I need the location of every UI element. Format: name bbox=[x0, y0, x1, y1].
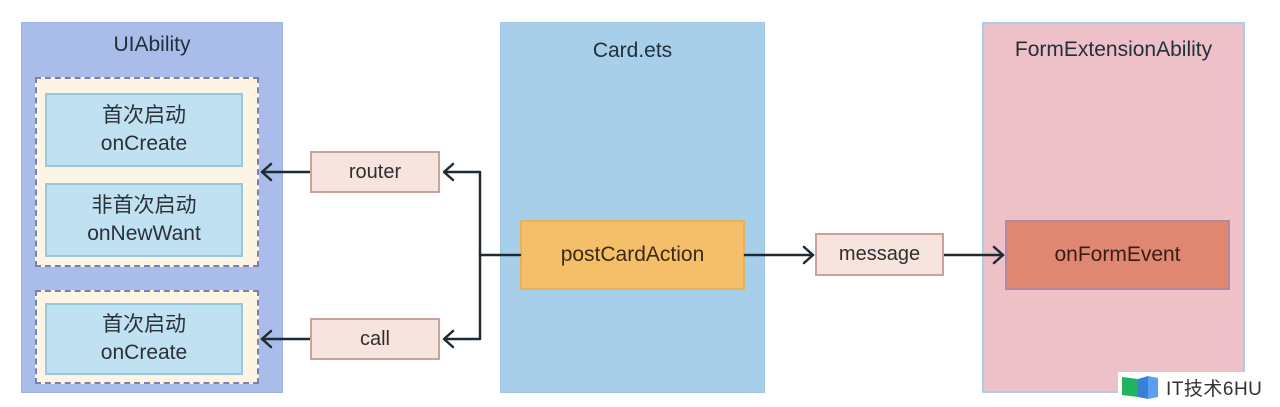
oncreate-label: onCreate bbox=[100, 341, 188, 364]
first-launch-label: 首次启动 bbox=[102, 104, 186, 127]
form-extension-ability-panel: FormExtensionAbility bbox=[982, 22, 1245, 393]
uiability-title: UIAbility bbox=[113, 33, 191, 56]
arrowhead-handler bbox=[992, 245, 1005, 265]
post-card-action-box: postCardAction bbox=[520, 220, 745, 290]
router-label-box: router bbox=[310, 151, 440, 193]
trunk-line-lower bbox=[443, 253, 482, 341]
trunk-line bbox=[443, 170, 522, 257]
message-label-box: message bbox=[815, 233, 944, 276]
watermark-logo-icon bbox=[1122, 376, 1158, 399]
arrowhead-router-box bbox=[442, 162, 455, 182]
oncreate-label: onCreate bbox=[100, 132, 188, 155]
arrowhead-call-uiability bbox=[260, 329, 273, 349]
call-first-launch-oncreate-box: 首次启动 onCreate bbox=[45, 303, 243, 375]
on-form-event-box: onFormEvent bbox=[1005, 220, 1230, 290]
card-ets-title: Card.ets bbox=[592, 39, 673, 62]
arrowhead-router-uiability bbox=[260, 162, 273, 182]
first-launch-label: 首次启动 bbox=[102, 313, 186, 336]
first-launch-oncreate-box: 首次启动 onCreate bbox=[45, 93, 243, 167]
call-label-box: call bbox=[310, 318, 440, 360]
watermark: IT技术6HU bbox=[1118, 372, 1269, 402]
card-ets-panel: Card.ets bbox=[500, 22, 765, 393]
arrowhead-message bbox=[802, 245, 815, 265]
non-first-launch-onnewwant-box: 非首次启动 onNewWant bbox=[45, 183, 243, 257]
onnewwant-label: onNewWant bbox=[87, 222, 201, 245]
arrowhead-call-box bbox=[442, 329, 455, 349]
non-first-launch-label: 非首次启动 bbox=[91, 194, 197, 217]
form-extension-ability-title: FormExtensionAbility bbox=[1014, 38, 1213, 61]
watermark-text: IT技术6HU bbox=[1166, 378, 1263, 400]
